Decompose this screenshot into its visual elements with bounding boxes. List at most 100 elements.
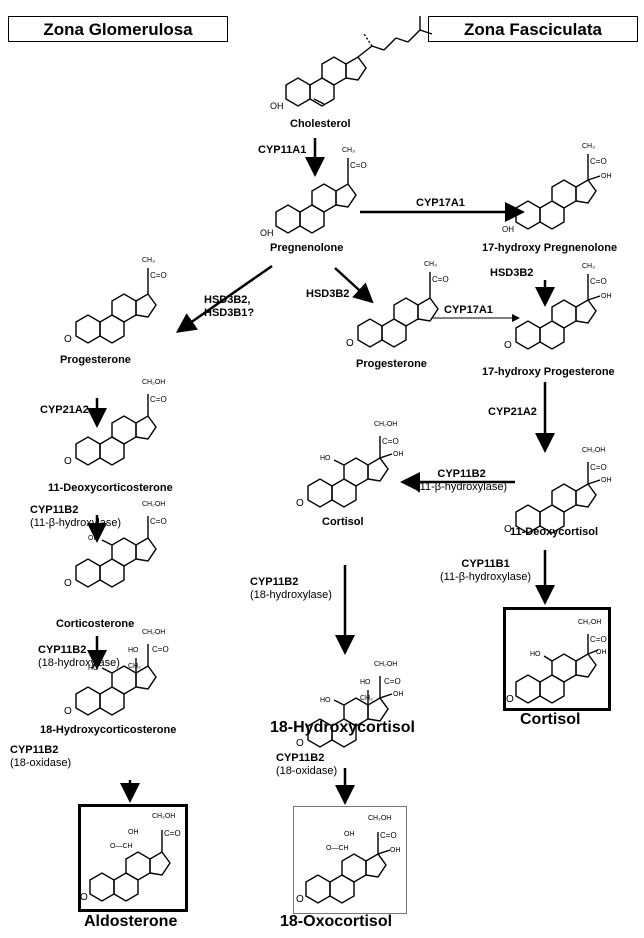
svg-text:CH₂OH: CH₂OH [374,421,397,428]
enzyme-cyp21a2-left: CYP21A2 [40,404,89,417]
svg-text:CH₃: CH₃ [342,147,355,154]
enzyme-cyp11a1: CYP11A1 [258,144,306,157]
enzyme-hsd3b2-right: HSD3B2 [490,267,533,280]
svg-text:HO: HO [88,665,99,672]
header-zona-glomerulosa: Zona Glomerulosa [8,16,228,42]
svg-text:O: O [506,694,514,705]
svg-text:OH: OH [502,225,514,234]
label-cortisol-mid: Cortisol [322,516,364,528]
svg-text:C=O: C=O [150,517,167,526]
label-18-hydroxycorticosterone: 18-Hydroxycorticosterone [40,724,177,736]
svg-text:O: O [504,524,512,535]
enzyme-cyp17a1-top: CYP17A1 [416,197,465,210]
svg-text:O: O [296,738,304,749]
svg-text:CH₂OH: CH₂OH [142,629,165,636]
svg-text:O—CH: O—CH [326,845,349,852]
header-zona-fasciculata: Zona Fasciculata [428,16,638,42]
enzyme-name: CYP21A2 [488,406,537,418]
enzyme-hsd3b2-hsd3b1: HSD3B2, HSD3B1? [204,294,254,320]
svg-text:HO: HO [128,647,139,654]
svg-text:C=O: C=O [590,157,607,166]
svg-text:CH₂OH: CH₂OH [152,813,175,820]
label-progesterone-left: Progesterone [60,354,131,366]
label-11-deoxycorticosterone: 11-Deoxycorticosterone [48,482,173,494]
label-cortisol-final: Cortisol [520,711,581,728]
enzyme-name: CYP11B2 [437,468,486,480]
molecule-structure-pregnenolone: CH₃ C=O OH [260,147,367,238]
molecule-structure-progesterone-left: CH₃ C=O O [64,257,167,345]
svg-text:CH₃: CH₃ [142,257,155,264]
arrow-pregnenolone-progesterone-left [175,264,273,333]
svg-text:OH: OH [601,173,612,180]
svg-text:OH: OH [393,451,404,458]
svg-text:C=O: C=O [590,635,607,644]
svg-text:C=O: C=O [150,271,167,280]
svg-text:C=O: C=O [164,829,181,838]
svg-text:O: O [346,338,354,349]
svg-text:C=O: C=O [384,677,401,686]
enzyme-name: HSD3B2 [490,267,534,279]
svg-text:CH₂: CH₂ [360,695,373,702]
enzyme-activity: (18-hydroxylase) [250,589,332,601]
svg-text:HO: HO [530,651,541,658]
enzyme-name: CYP11B2 [10,744,59,756]
svg-text:CH₃: CH₃ [582,143,595,150]
svg-text:C=O: C=O [382,437,399,446]
molecule-structure-17oh-pregnenolone: CH₃ C=O OH OH [502,143,612,234]
hydroxyl-group: OH [270,101,284,111]
aldosterone-result-box [78,804,188,912]
svg-text:O—CH: O—CH [110,843,133,850]
svg-text:CH₂OH: CH₂OH [368,815,391,822]
enzyme-activity: (11-β-hydroxylase) [440,571,532,583]
enzyme-name: CYP11B2 [250,576,299,588]
svg-text:CH₂OH: CH₂OH [578,619,601,626]
molecule-structure-18oh-cortisol: CH₂OH C=O OH HO CH₂ HO O [296,661,404,749]
svg-text:OH: OH [601,477,612,484]
molecule-structure-corticosterone: CH₂OH C=O OH O [64,501,167,589]
svg-text:OH: OH [596,649,607,656]
label-progesterone-mid: Progesterone [356,358,427,370]
enzyme-name: HSD3B2, [204,294,251,306]
svg-text:O: O [64,578,72,589]
svg-text:CH₂OH: CH₂OH [142,379,165,386]
label-17oh-progesterone: 17-hydroxy Progesterone [482,366,615,378]
label-17oh-pregnenolone: 17-hydroxy Pregnenolone [482,242,618,254]
svg-text:CH₃: CH₃ [582,263,595,270]
enzyme-cyp11b2-18h-left: CYP11B2 (18-hydroxylase) [38,644,120,670]
molecule-structure-18oh-corticosterone: CH₂OH C=O HO CH₂ HO O [64,629,169,717]
molecule-structure-progesterone-mid: CH₃ C=O O [346,261,449,349]
svg-text:CH₃: CH₃ [424,261,437,268]
enzyme-name: CYP11B1 [461,558,510,570]
svg-text:CH₂: CH₂ [128,663,141,670]
enzyme-name: CYP11B2 [38,644,87,656]
label-cholesterol: Cholesterol [290,118,351,130]
enzyme-cyp17a1-mid: CYP17A1 [444,304,493,317]
label-corticosterone: Corticosterone [56,618,135,630]
svg-text:C=O: C=O [380,831,397,840]
svg-text:OH: OH [260,228,274,238]
molecule-structure-cholesterol: OH [270,16,433,111]
enzyme-cyp21a2-right: CYP21A2 [488,406,537,419]
enzyme-name: CYP17A1 [416,197,465,209]
enzyme-cyp11b2-18ox-mid: CYP11B2 (18-oxidase) [276,752,337,778]
svg-text:CH₂OH: CH₂OH [374,661,397,668]
enzyme-name: CYP21A2 [40,404,89,416]
cortisol-result-box [503,607,611,711]
enzyme-cyp11b2-11b-left: CYP11B2 (11-β-hydroxylase) [30,504,121,530]
enzyme-name: CYP11B2 [30,504,79,516]
svg-text:C=O: C=O [590,277,607,286]
svg-text:HO: HO [360,679,371,686]
svg-text:CH₂OH: CH₂OH [582,447,605,454]
enzyme-name-alt: HSD3B1? [204,307,255,319]
svg-text:O: O [296,894,304,905]
enzyme-cyp11b2-18h-mid: CYP11B2 (18-hydroxylase) [250,576,332,602]
svg-text:O: O [64,456,72,467]
svg-text:C=O: C=O [152,645,169,654]
enzyme-name: HSD3B2 [306,288,350,300]
svg-text:OH: OH [390,847,401,854]
label-18-oxocortisol: 18-Oxocortisol [280,913,393,930]
enzyme-name: CYP11B2 [276,752,325,764]
svg-text:OH: OH [393,691,404,698]
enzyme-cyp11b2-11b-mid: CYP11B2 (11-β-hydroxylase) [416,468,507,494]
enzyme-activity: (18-hydroxylase) [38,657,120,669]
